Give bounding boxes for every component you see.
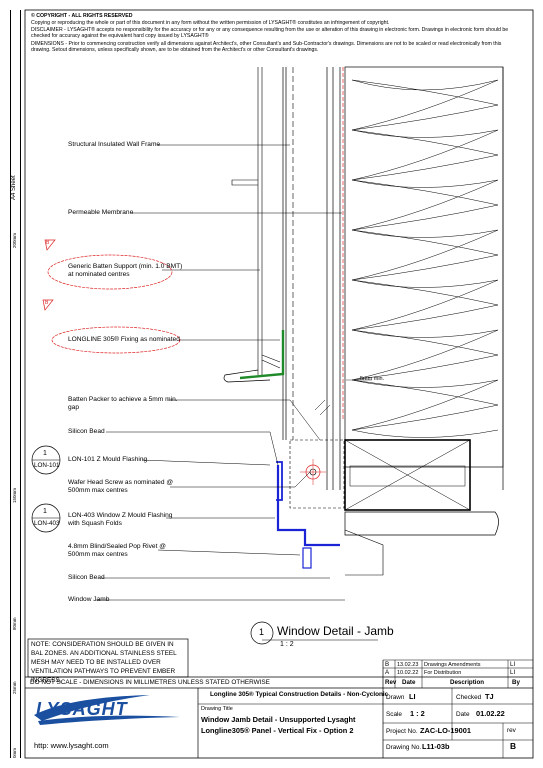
callout-wall-frame: Structural Insulated Wall Frame xyxy=(68,141,161,148)
copyright-text: Copying or reproducing the whole or part… xyxy=(31,20,390,26)
revision-clouds xyxy=(42,239,181,354)
rev-row-date: 10.02.22 xyxy=(397,670,419,676)
callout-longline-fixing: LONGLINE 305® Fixing as nominated xyxy=(68,336,180,343)
revision-marker: B xyxy=(46,240,50,246)
date-value: 01.02.22 xyxy=(476,709,505,718)
callout-batten-packer: Batten Packer to achieve a 5mm min. gap xyxy=(68,396,178,412)
drawn-value: LI xyxy=(409,692,416,701)
rev-row-date: 13.02.23 xyxy=(397,662,419,668)
drawn-label: Drawn xyxy=(386,694,405,701)
detail-title-num: 1 xyxy=(259,627,265,637)
bal-note: NOTE: CONSIDERATION SHOULD BE GIVEN IN B… xyxy=(31,641,177,684)
rev-row-rev: B xyxy=(385,661,390,668)
checked-label: Checked xyxy=(456,694,482,701)
callout-window-jamb: Window Jamb xyxy=(68,596,110,603)
logo-text: LYSAGHT xyxy=(36,699,128,719)
gap-label: 5mm min. xyxy=(360,376,385,382)
scale-note: DO NOT SCALE - DIMENSIONS IN MILLIMETRES… xyxy=(30,679,270,686)
rev-label: rev xyxy=(507,727,516,734)
drawing-title-2: Longline305® Panel - Vertical Fix - Opti… xyxy=(201,726,354,735)
leader-lines xyxy=(96,144,345,601)
sheet-border xyxy=(24,9,534,759)
date-label: Date xyxy=(456,711,470,718)
drawing-title-1: Window Jamb Detail - Unsupported Lysaght xyxy=(201,715,356,724)
rev-header-by: By xyxy=(512,679,520,686)
ref-code: LON-403 xyxy=(34,520,60,527)
callout-lon-403: LON-403 Window Z Mould Flashing with Squ… xyxy=(68,512,173,528)
callout-membrane: Permeable Membrane xyxy=(68,209,134,216)
rev-value: B xyxy=(510,741,517,751)
pop-rivet xyxy=(302,547,312,569)
window-frame-box xyxy=(344,439,471,511)
rev-header-rev: Rev xyxy=(385,679,397,686)
ref-code: LON-101 xyxy=(34,462,60,469)
drawing-no-label: Drawing No. xyxy=(386,744,422,751)
lysaght-logo: LYSAGHT xyxy=(30,691,190,731)
website: http: www.lysaght.com xyxy=(34,741,109,750)
detail-scale: 1 : 2 xyxy=(280,641,294,648)
project-value: ZAC-LO-19001 xyxy=(420,726,471,735)
insulation-pattern xyxy=(351,79,499,438)
rev-header-date: Date xyxy=(402,679,416,686)
detail-title: Window Detail - Jamb xyxy=(277,624,394,638)
longline-fixing xyxy=(239,330,285,380)
copyright-title: © COPYRIGHT - ALL RIGHTS RESERVED xyxy=(31,13,133,19)
rev-row-desc: Drawings Amendments xyxy=(424,662,481,668)
rev-row-rev: A xyxy=(385,669,390,676)
scale-value: 1 : 2 xyxy=(410,709,425,718)
wall-frame xyxy=(344,66,504,468)
margin-border-line xyxy=(20,10,21,758)
margin-scale-line xyxy=(10,10,11,758)
drawing-no-value: L11-03b xyxy=(422,742,450,751)
callout-pop-rivet: 4.8mm Blind/Sealed Pop Rivet @ 500mm max… xyxy=(68,543,166,559)
project-series: Longline 305® Typical Construction Detai… xyxy=(210,691,389,698)
batten-packer xyxy=(289,439,345,509)
callout-wafer-screw: Wafer Head Screw as nominated @ 500mm ma… xyxy=(68,479,174,495)
callout-batten-support: Generic Batten Support (min. 1.0 BMT) at… xyxy=(68,263,183,279)
ref-num: 1 xyxy=(43,450,47,457)
project-label: Project No. xyxy=(386,728,418,735)
scale-label: Scale xyxy=(386,711,402,718)
rev-row-by: LI xyxy=(510,669,516,676)
drawing-title-label: Drawing Title xyxy=(201,706,233,712)
lon-403-flashing xyxy=(276,465,340,547)
rev-row-desc: For Distribution xyxy=(424,670,462,676)
callout-silicon-bead-2: Silicon Bead xyxy=(68,574,105,581)
callout-silicon-bead-1: Silicon Bead xyxy=(68,428,105,435)
dimensions-text: DIMENSIONS - Prior to commencing constru… xyxy=(31,41,502,54)
lon-101-flashing xyxy=(276,461,283,501)
logo-swoosh-icon xyxy=(34,695,180,725)
checked-value: TJ xyxy=(485,692,494,701)
rev-header-desc: Description xyxy=(450,679,485,686)
revision-marker: B xyxy=(45,300,49,306)
rev-row-by: LI xyxy=(510,661,516,668)
callout-lon-101: LON-101 Z Mould Flashing xyxy=(68,456,148,463)
ref-num: 1 xyxy=(43,508,47,515)
detail-title-circle xyxy=(250,621,274,645)
disclaimer-text: DISCLAIMER - LYSAGHT® accepts no respons… xyxy=(31,27,509,40)
